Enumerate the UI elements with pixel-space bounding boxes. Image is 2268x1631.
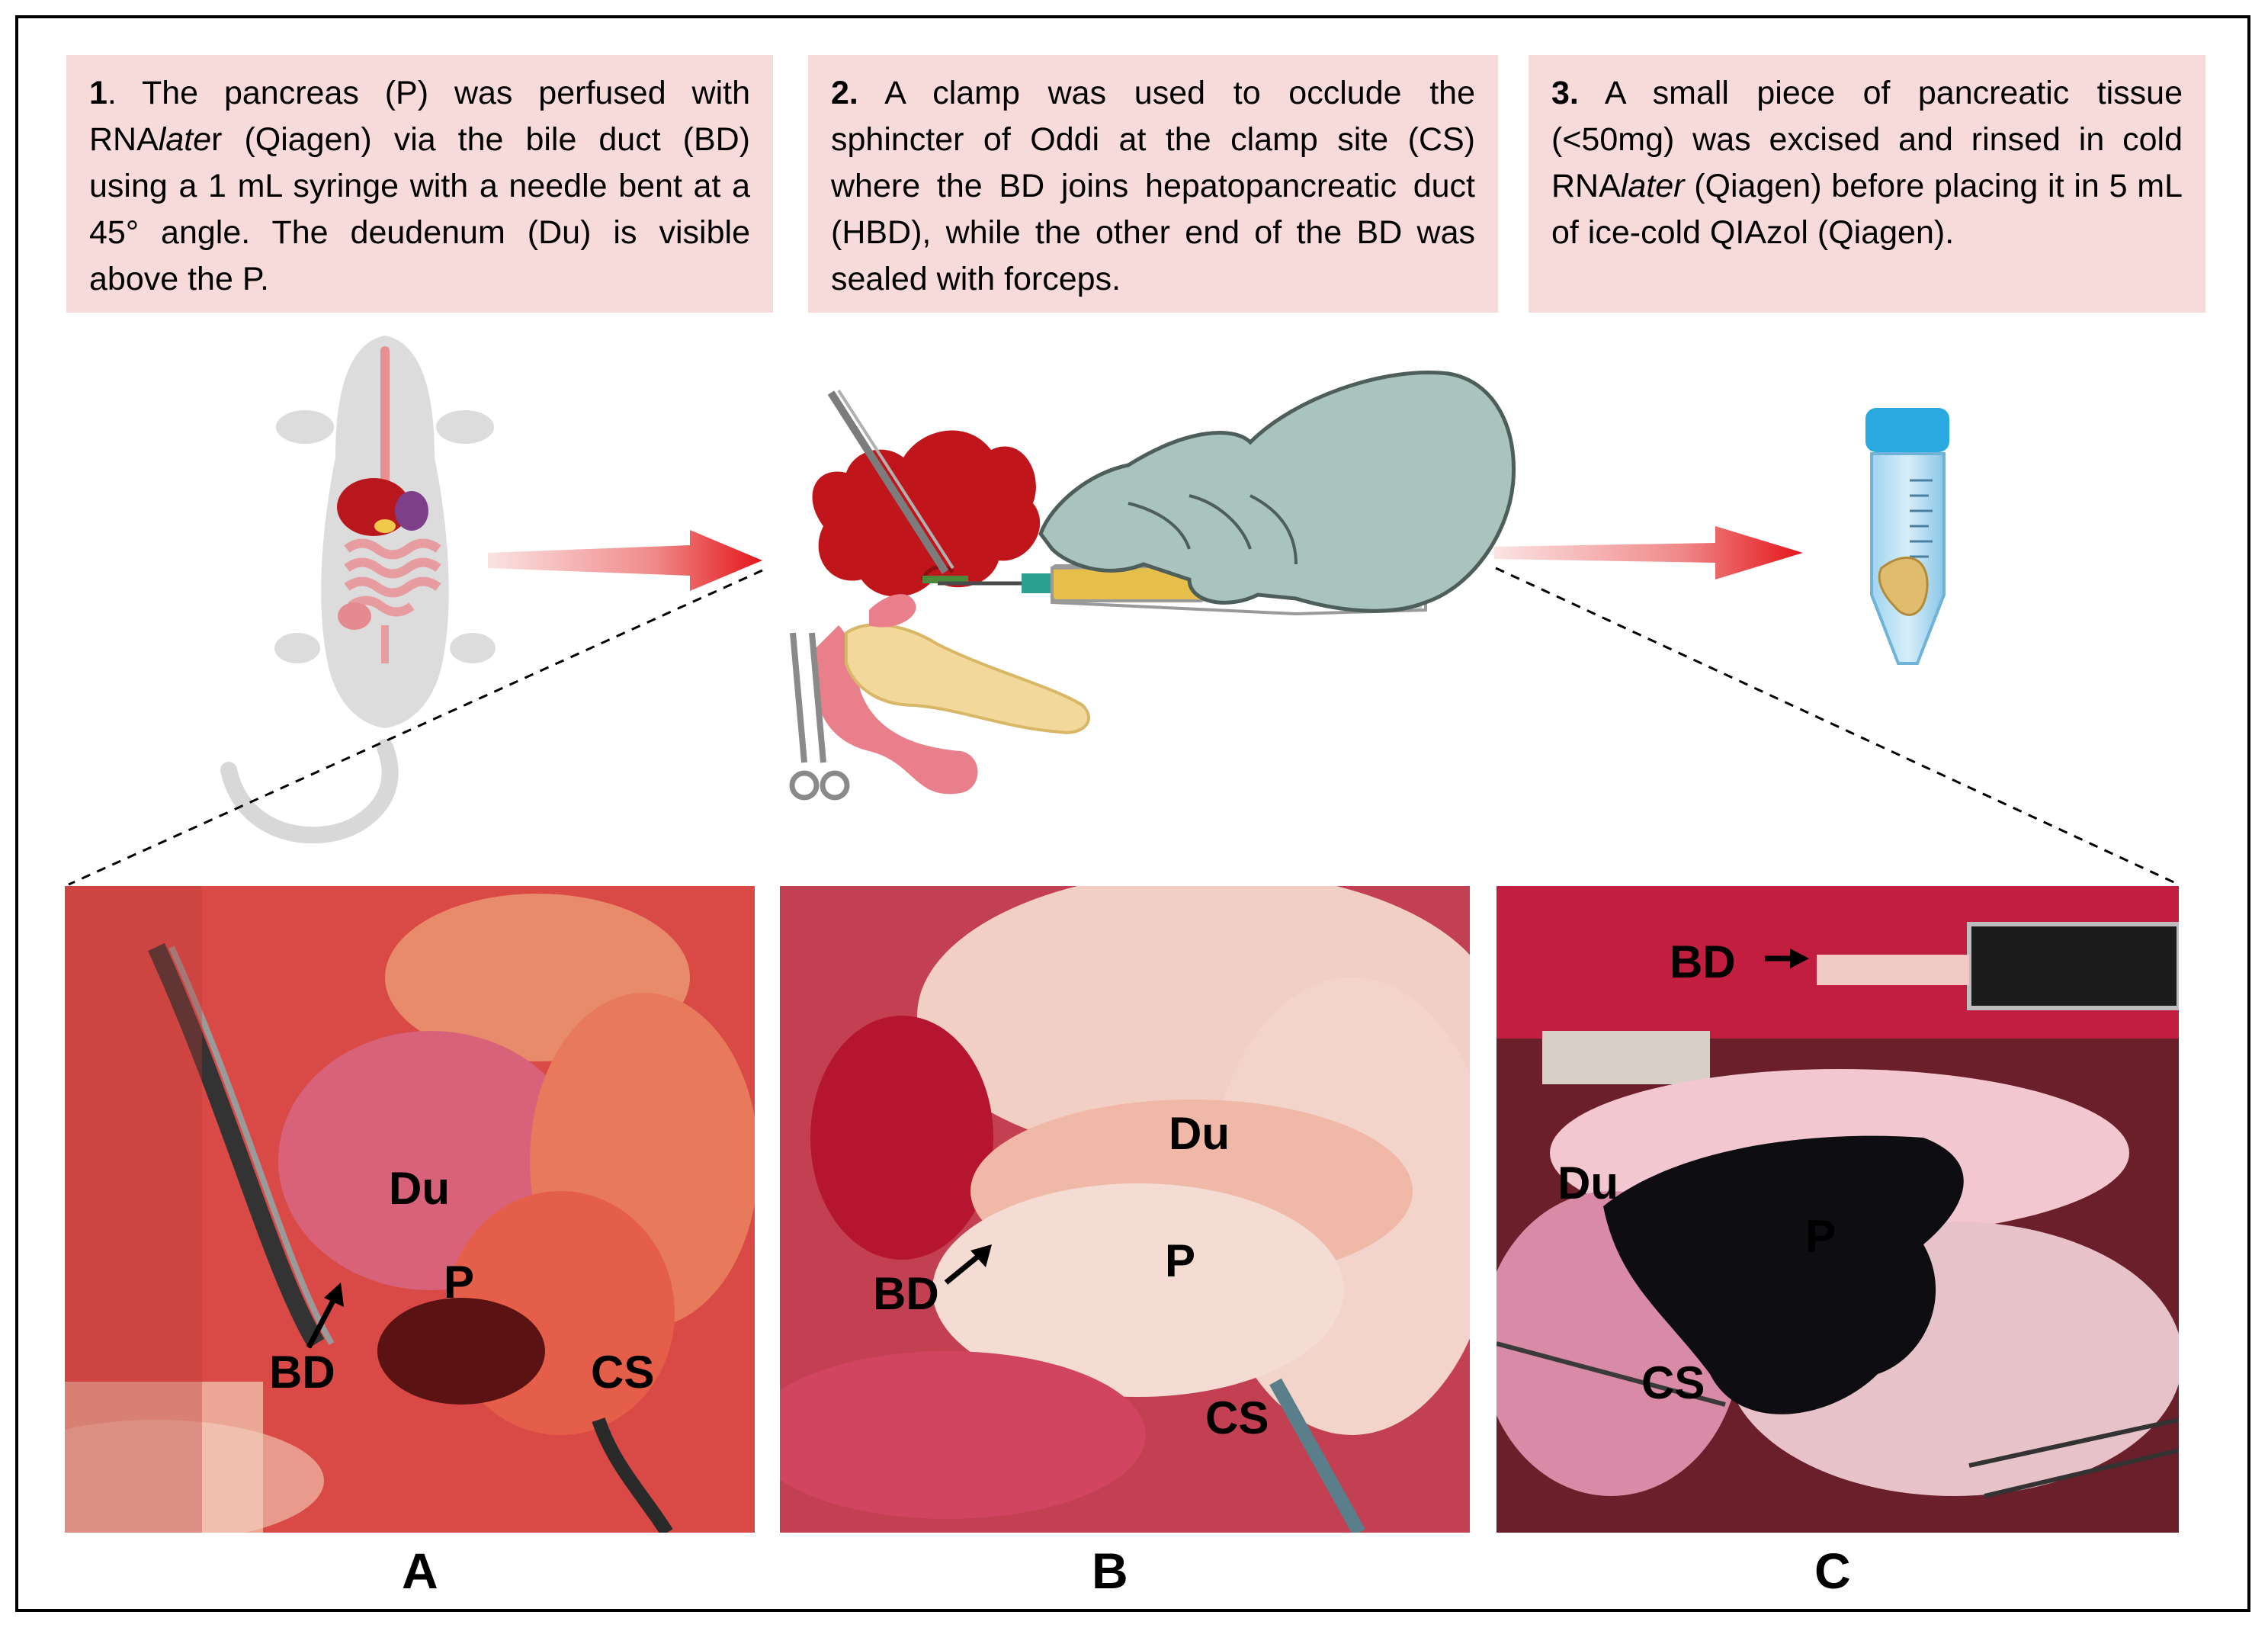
step-text: . The pancreas (P) was perfused with RNA bbox=[89, 75, 750, 158]
label-bd: BD bbox=[269, 1347, 335, 1398]
mouse-anatomy-icon bbox=[220, 336, 496, 844]
step-text: (Qiagen) before placing it in 5 mL of ic… bbox=[1551, 168, 2183, 251]
panel-letter-b: B bbox=[1092, 1543, 1128, 1599]
label-du: Du bbox=[1557, 1157, 1618, 1209]
arrow-indicator bbox=[944, 1244, 992, 1285]
label-cs: CS bbox=[1205, 1392, 1269, 1443]
forceps-icon bbox=[827, 389, 954, 574]
label-bd: BD bbox=[1670, 936, 1736, 987]
label-du: Du bbox=[389, 1163, 450, 1214]
red-arrow-icon bbox=[488, 530, 762, 591]
step-text: late bbox=[158, 121, 212, 158]
step-3-box: 3. A small piece of pancreatic tissue (<… bbox=[1529, 55, 2205, 313]
step-number: 1 bbox=[89, 75, 107, 111]
step-text: r (Qiagen) via the bile duct (BD) using … bbox=[89, 121, 750, 297]
label-p: P bbox=[444, 1257, 475, 1308]
label-cs: CS bbox=[591, 1347, 655, 1398]
label-p: P bbox=[1805, 1211, 1837, 1262]
step-1-box: 1. The pancreas (P) was perfused with RN… bbox=[66, 55, 773, 313]
pancreas-icon bbox=[812, 430, 1090, 795]
step-text: A small piece of pancreatic tissue (<50m… bbox=[1551, 75, 2183, 204]
zoom-line-right bbox=[1495, 567, 2180, 886]
label-cs: CS bbox=[1641, 1357, 1705, 1408]
step-number: 3. bbox=[1551, 75, 1579, 111]
sample-tube-icon bbox=[1865, 408, 1949, 665]
figure-frame bbox=[15, 15, 2250, 1612]
step-2-box: 2. A clamp was used to occlude the sphin… bbox=[808, 55, 1498, 313]
arrow-indicator bbox=[1765, 949, 1809, 968]
photo-panel-a: Du P BD CS bbox=[65, 886, 755, 1533]
photo-panel-c: BD Du P CS bbox=[1496, 886, 2179, 1533]
step-text: later bbox=[1620, 168, 1685, 204]
arrow-indicator bbox=[306, 1283, 344, 1349]
step-text: A clamp was used to occlude the sphincte… bbox=[831, 75, 1475, 297]
clamp-icon bbox=[789, 632, 850, 801]
gloved-hand-syringe-icon bbox=[938, 370, 1516, 616]
panel-letter-c: C bbox=[1814, 1543, 1851, 1599]
step-number: 2. bbox=[831, 75, 858, 111]
label-du: Du bbox=[1169, 1108, 1230, 1159]
photo-panel-b: Du P BD CS bbox=[780, 886, 1470, 1533]
red-arrow-icon bbox=[1494, 526, 1803, 580]
panel-letter-a: A bbox=[402, 1543, 438, 1599]
label-bd: BD bbox=[873, 1268, 939, 1319]
label-p: P bbox=[1165, 1235, 1196, 1286]
